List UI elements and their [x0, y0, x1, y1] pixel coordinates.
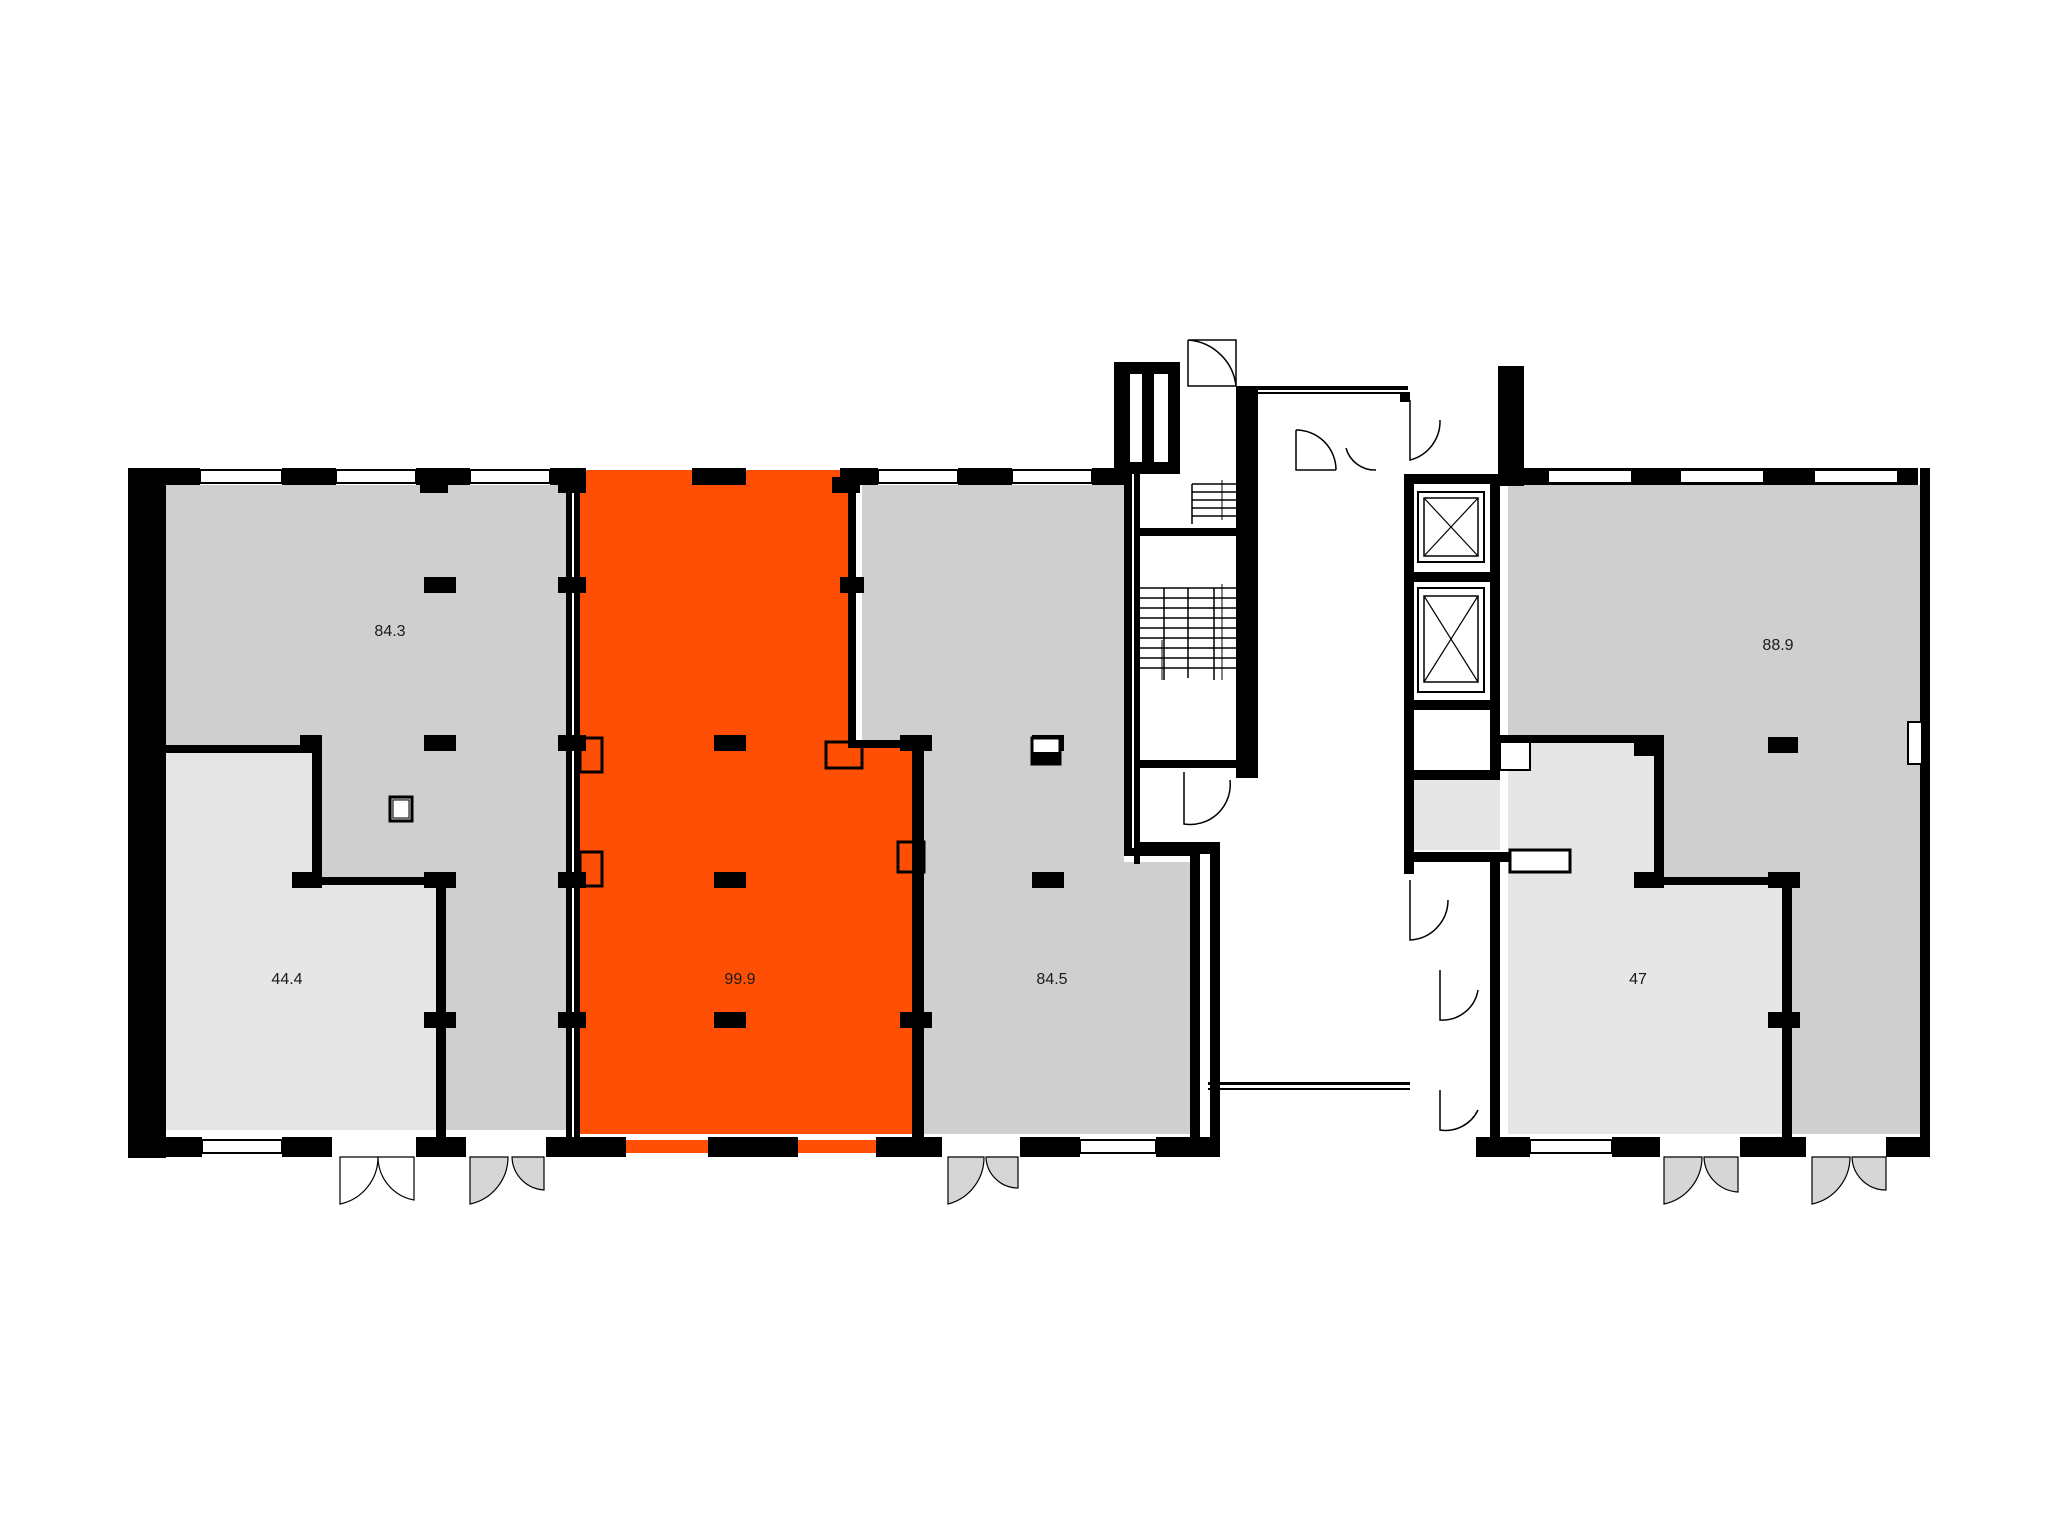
- unit-84-5-area: 84.5: [1036, 971, 1067, 988]
- entrance-doors: [339, 1156, 1887, 1205]
- unit-88-9-area: 88.9: [1762, 637, 1793, 654]
- walls-right-block: [1476, 468, 1930, 1157]
- unit-47-area: 47: [1629, 971, 1647, 988]
- unit-84-3-area: 84.3: [374, 623, 405, 640]
- corridor: [1208, 386, 1479, 1132]
- walls-left-block: [128, 468, 1220, 1158]
- unit-47[interactable]: [1508, 742, 1782, 1134]
- unit-99-9-area: 99.9: [724, 971, 755, 988]
- unit-88-9[interactable]: [1508, 485, 1920, 1134]
- elevator-block: [1404, 366, 1572, 1138]
- unit-84-5[interactable]: [862, 485, 1190, 1134]
- unit-44-4-area: 44.4: [271, 971, 302, 988]
- stair-core: [1114, 339, 1248, 1138]
- unit-84-3[interactable]: [166, 485, 566, 1130]
- unit-44-4[interactable]: [166, 752, 436, 1130]
- unit-99-9[interactable]: [580, 478, 912, 1134]
